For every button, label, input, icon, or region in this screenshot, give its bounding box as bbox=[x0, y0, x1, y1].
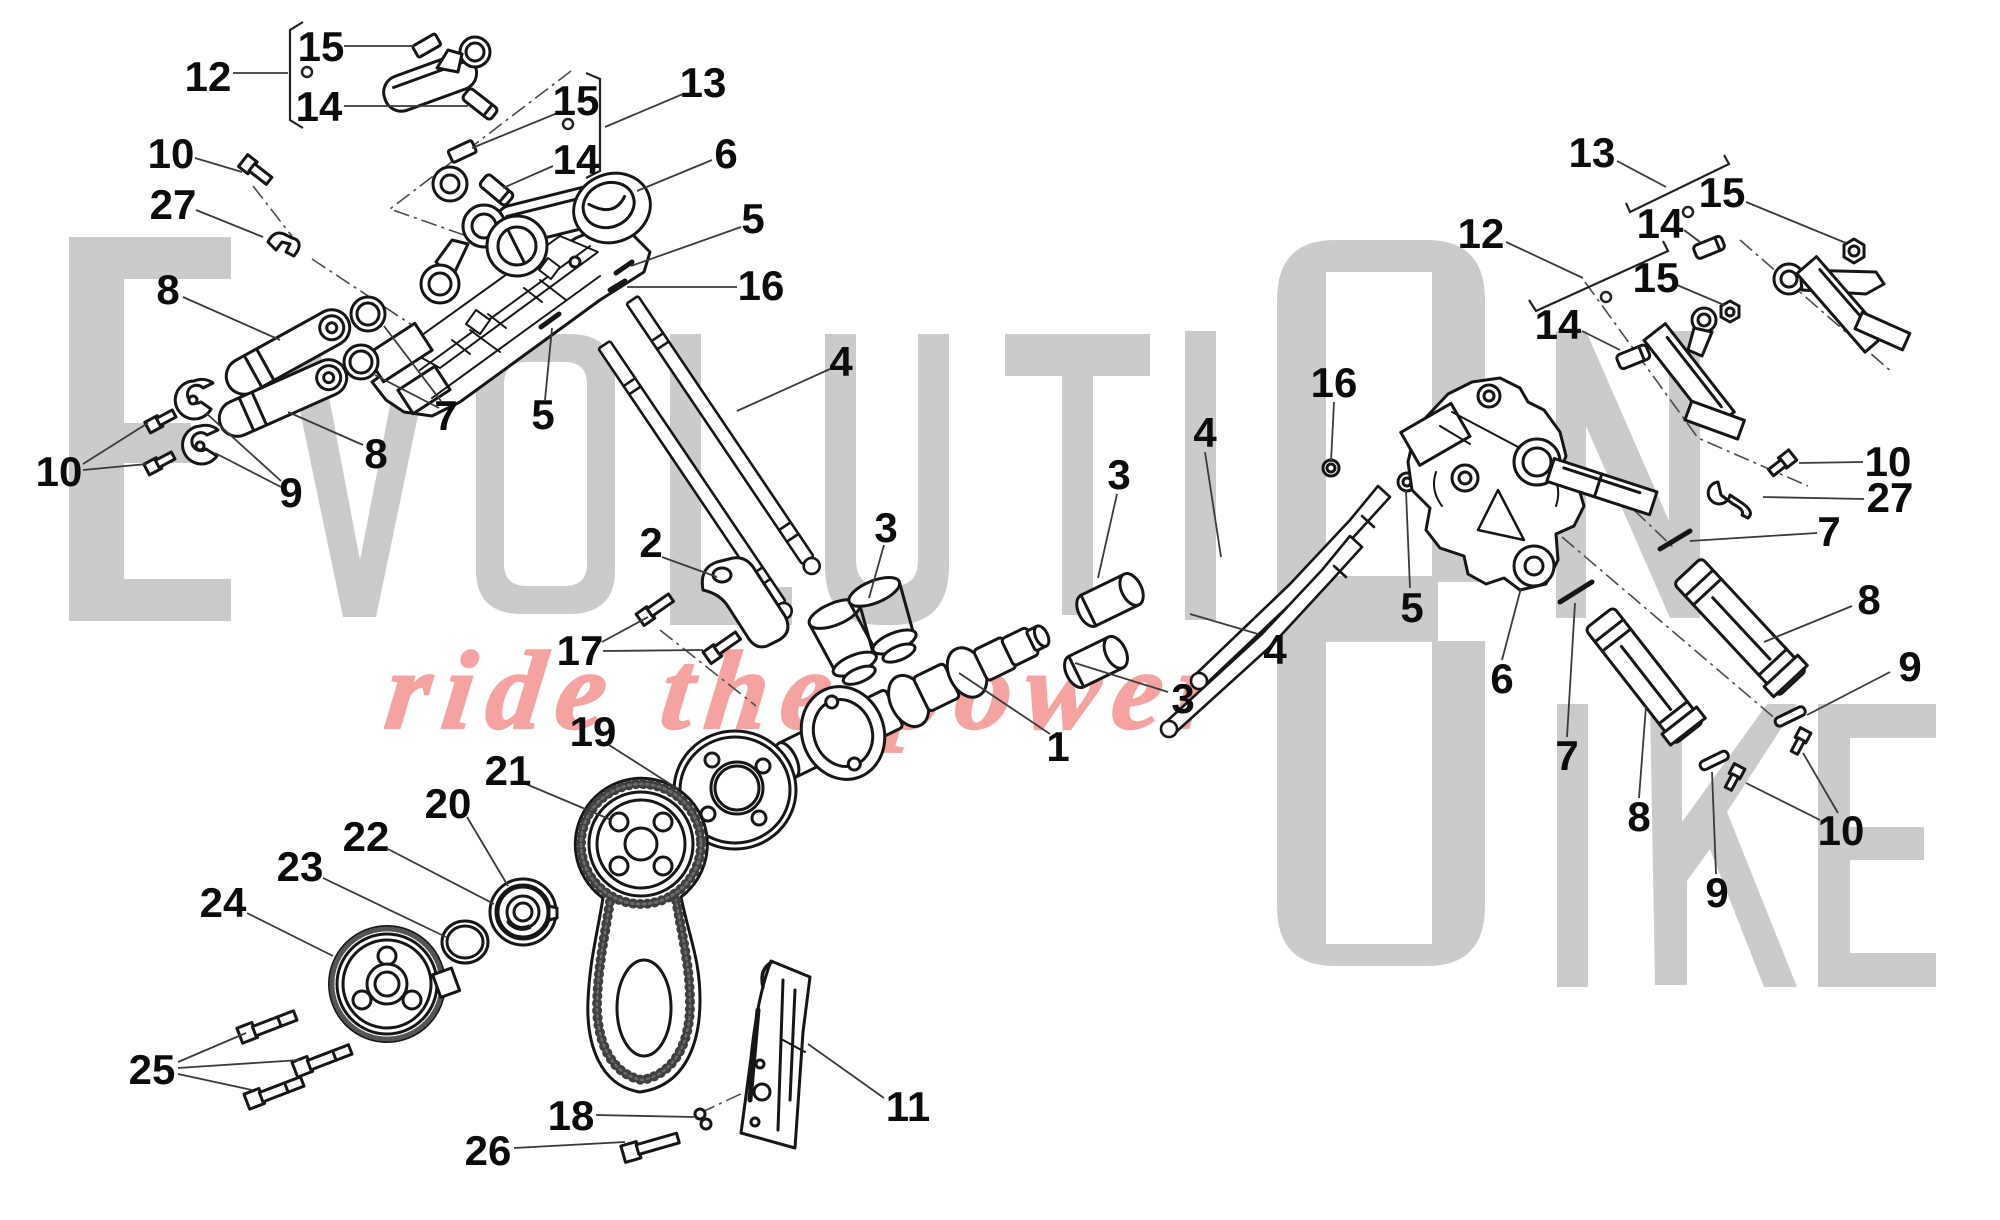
svg-text:15: 15 bbox=[553, 77, 600, 124]
svg-text:15: 15 bbox=[1633, 254, 1680, 301]
svg-text:25: 25 bbox=[129, 1046, 176, 1093]
svg-text:14: 14 bbox=[1535, 301, 1582, 348]
svg-text:22: 22 bbox=[343, 813, 390, 860]
svg-text:13: 13 bbox=[680, 59, 727, 106]
svg-text:8: 8 bbox=[1857, 576, 1880, 623]
svg-text:19: 19 bbox=[570, 708, 617, 755]
svg-text:14: 14 bbox=[1637, 200, 1684, 247]
svg-text:9: 9 bbox=[1705, 869, 1728, 916]
svg-text:4: 4 bbox=[1263, 626, 1287, 673]
svg-text:1: 1 bbox=[1046, 723, 1069, 770]
svg-text:3: 3 bbox=[874, 504, 897, 551]
svg-text:17: 17 bbox=[557, 627, 604, 674]
svg-text:9: 9 bbox=[1898, 643, 1921, 690]
svg-text:26: 26 bbox=[465, 1127, 512, 1174]
svg-text:5: 5 bbox=[531, 391, 554, 438]
svg-text:27: 27 bbox=[150, 181, 197, 228]
svg-text:3: 3 bbox=[1107, 451, 1130, 498]
svg-text:8: 8 bbox=[1627, 793, 1650, 840]
svg-text:8: 8 bbox=[156, 266, 179, 313]
svg-text:18: 18 bbox=[548, 1092, 595, 1139]
svg-text:15: 15 bbox=[298, 23, 345, 70]
svg-text:14: 14 bbox=[296, 83, 343, 130]
svg-text:2: 2 bbox=[639, 519, 662, 566]
svg-text:4: 4 bbox=[1193, 409, 1217, 456]
svg-text:4: 4 bbox=[829, 338, 853, 385]
svg-text:14: 14 bbox=[553, 136, 600, 183]
svg-text:10: 10 bbox=[1865, 438, 1912, 485]
svg-text:16: 16 bbox=[1311, 359, 1358, 406]
svg-text:10: 10 bbox=[36, 448, 83, 495]
svg-text:13: 13 bbox=[1569, 129, 1616, 176]
svg-text:11: 11 bbox=[886, 1083, 930, 1130]
svg-text:7: 7 bbox=[1817, 508, 1840, 555]
svg-text:16: 16 bbox=[738, 262, 785, 309]
svg-text:24: 24 bbox=[200, 879, 247, 926]
svg-text:10: 10 bbox=[1818, 807, 1865, 854]
svg-text:6: 6 bbox=[1490, 655, 1513, 702]
svg-text:21: 21 bbox=[485, 747, 532, 794]
svg-text:20: 20 bbox=[425, 780, 472, 827]
svg-text:3: 3 bbox=[1171, 675, 1194, 722]
svg-text:23: 23 bbox=[277, 843, 324, 890]
svg-text:9: 9 bbox=[279, 469, 302, 516]
svg-text:6: 6 bbox=[714, 130, 737, 177]
svg-text:12: 12 bbox=[185, 53, 232, 100]
svg-text:10: 10 bbox=[148, 130, 195, 177]
svg-text:5: 5 bbox=[1400, 584, 1423, 631]
svg-text:12: 12 bbox=[1458, 210, 1505, 257]
svg-text:8: 8 bbox=[364, 430, 387, 477]
svg-text:27: 27 bbox=[1867, 474, 1914, 521]
svg-text:5: 5 bbox=[741, 195, 764, 242]
svg-text:15: 15 bbox=[1699, 169, 1746, 216]
svg-text:7: 7 bbox=[434, 392, 457, 439]
svg-text:7: 7 bbox=[1555, 732, 1578, 779]
